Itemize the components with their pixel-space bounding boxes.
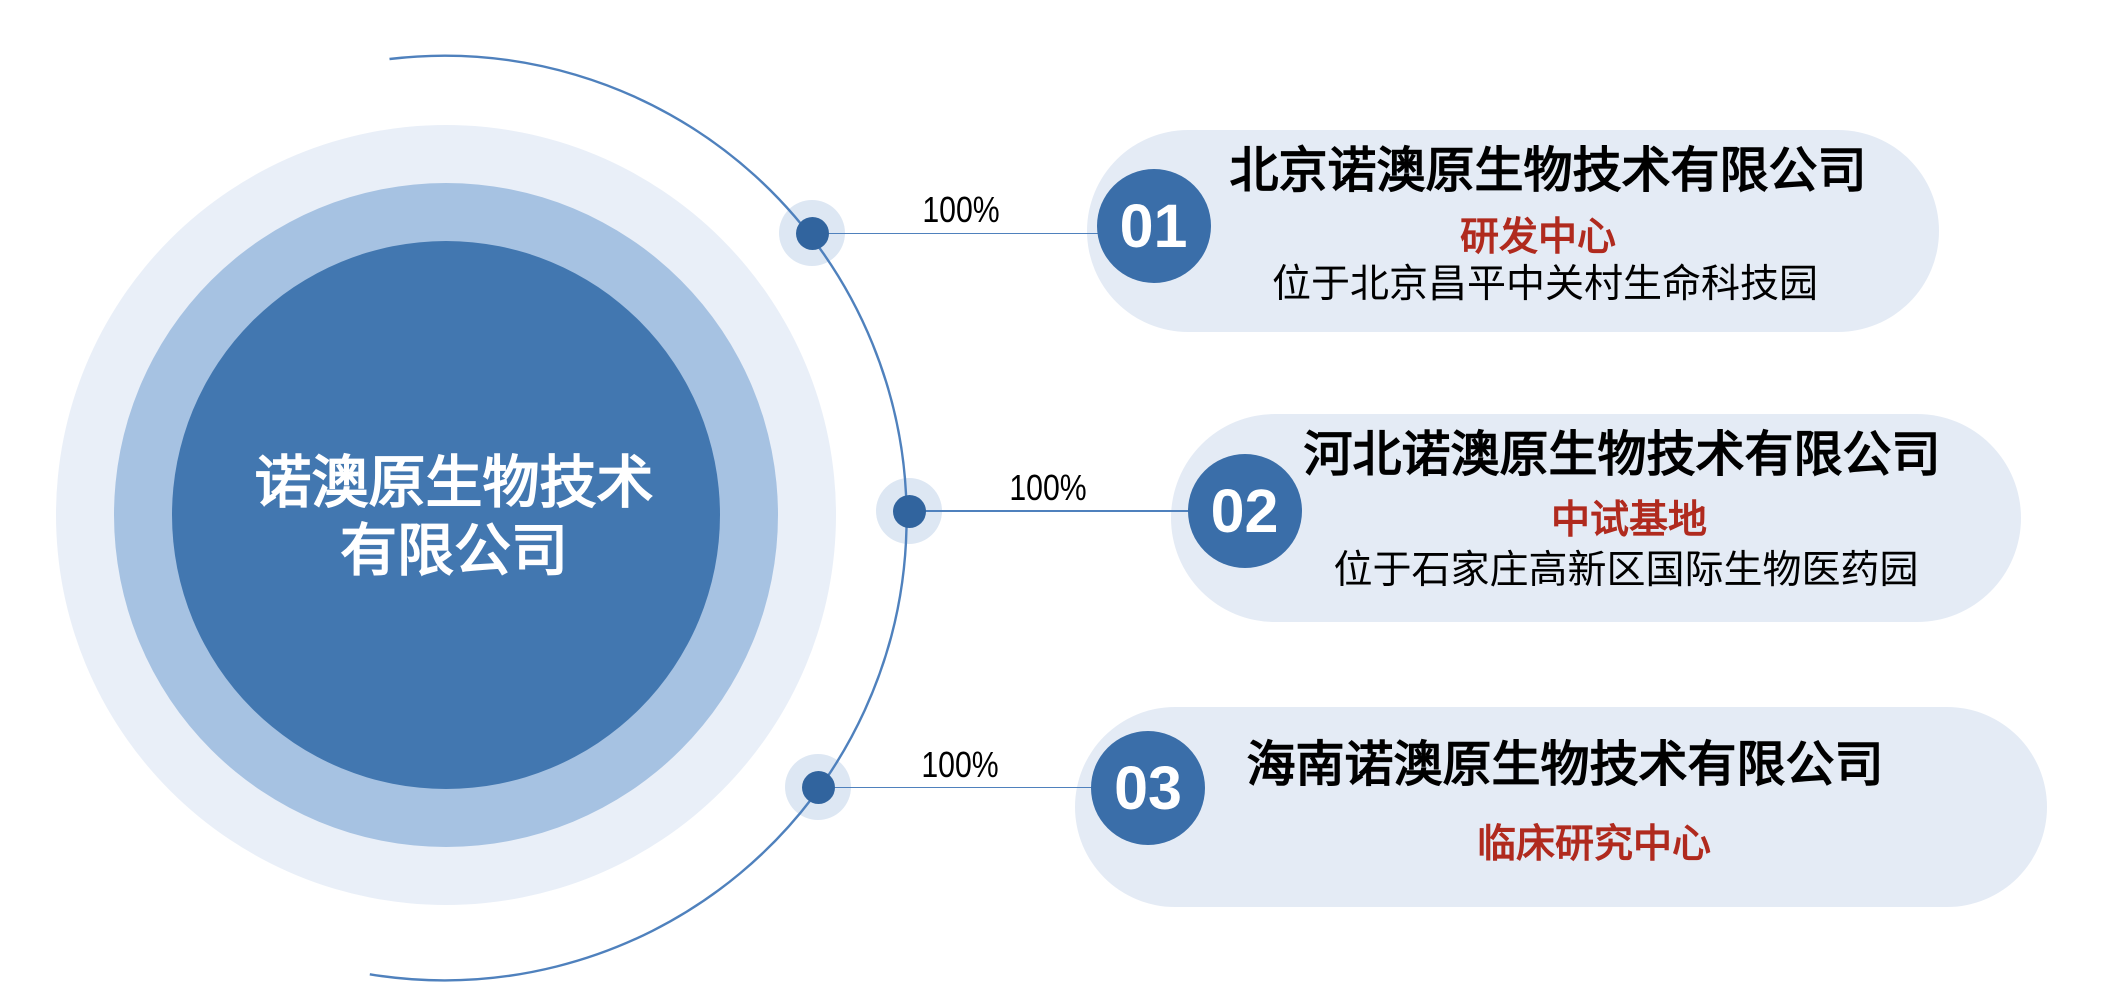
ownership-percent-1: 100% [922,189,1000,230]
ownership-percent-3: 100% [920,744,999,785]
subsidiary-role-3: 临床研究中心 [1476,823,1712,866]
parent-company-name-line2: 有限公司 [340,519,568,583]
number-badge-2: 02 [1187,453,1302,568]
connector-line-3 [818,786,1148,789]
parent-circle [172,241,720,789]
node-dot-3 [801,771,835,804]
connector-line-2 [909,510,1244,513]
subsidiary-card-1 [1087,130,1939,332]
subsidiary-name-2: 河北诺澳原生物技术有限公司 [1303,427,1941,482]
number-badge-3: 03 [1091,730,1205,845]
number-badge-1: 01 [1096,169,1211,283]
subsidiary-name-1: 北京诺澳原生物技术有限公司 [1229,144,1867,198]
ownership-percent-2: 100% [1008,466,1087,508]
subsidiary-name-3: 海南诺澳原生物技术有限公司 [1246,737,1884,792]
parent-company-name-line1: 诺澳原生物技术 [254,450,654,515]
subsidiary-location-1: 位于北京昌平中关村生命科技园 [1271,262,1819,306]
subsidiary-card-2 [1171,414,2021,622]
connector-line-1 [812,232,1153,235]
subsidiary-location-2: 位于石家庄高新区国际生物医药园 [1333,548,1919,592]
subsidiary-card-3 [1075,707,2047,907]
subsidiary-role-2: 中试基地 [1550,499,1708,542]
node-dot-2 [892,495,926,528]
node-dot-1 [795,217,829,250]
subsidiary-role-1: 研发中心 [1459,216,1617,259]
